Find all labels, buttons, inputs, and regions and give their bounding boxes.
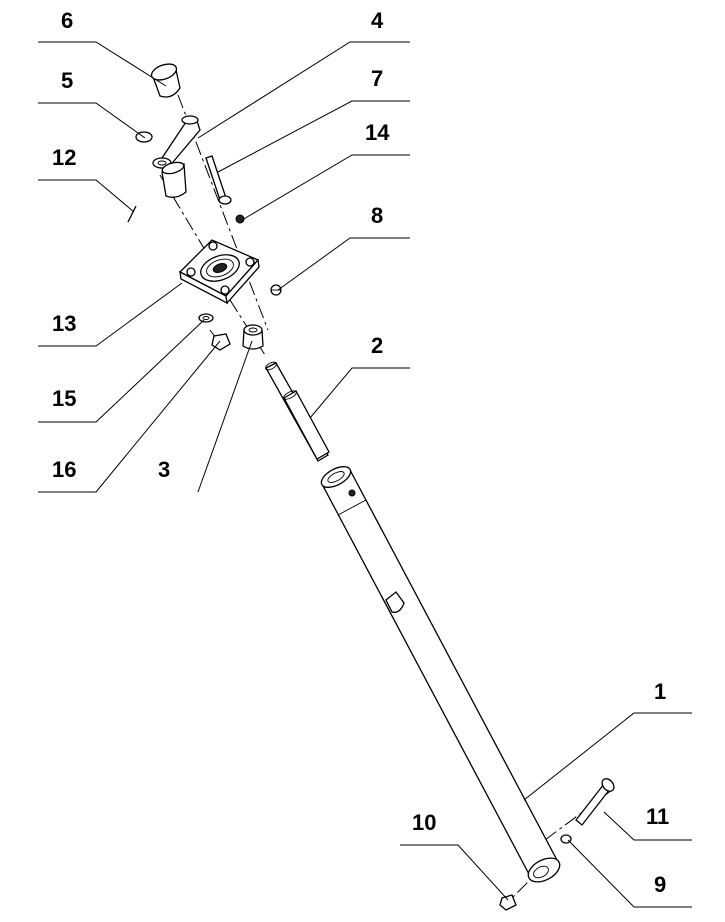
part-10-nut bbox=[499, 894, 517, 911]
part-8-screw bbox=[270, 284, 282, 296]
callout-labels: 6 4 5 7 14 12 8 13 2 15 16 3 1 11 10 9 bbox=[52, 8, 669, 897]
callout-2: 2 bbox=[371, 333, 383, 358]
part-13-bearing-plate bbox=[178, 239, 260, 305]
callout-8: 8 bbox=[371, 203, 383, 228]
leader-lines bbox=[38, 41, 692, 908]
part-15-washer bbox=[198, 313, 214, 323]
part-6-knob bbox=[150, 63, 181, 98]
callout-15: 15 bbox=[52, 386, 76, 411]
callout-5: 5 bbox=[61, 68, 73, 93]
part-1-lever-tube bbox=[320, 466, 561, 883]
part-11-bolt bbox=[575, 778, 615, 826]
callout-4: 4 bbox=[371, 8, 384, 33]
callout-3: 3 bbox=[158, 457, 170, 482]
callout-10: 10 bbox=[412, 810, 436, 835]
callout-1: 1 bbox=[654, 679, 666, 704]
part-4-lever-arm bbox=[152, 115, 201, 169]
part-2-shaft bbox=[265, 361, 330, 462]
callout-13: 13 bbox=[52, 311, 76, 336]
callout-6: 6 bbox=[61, 8, 73, 33]
callout-9: 9 bbox=[654, 872, 666, 897]
callout-14: 14 bbox=[365, 120, 390, 145]
part-12-hub bbox=[127, 161, 187, 223]
part-7-bolt bbox=[205, 155, 232, 205]
callout-7: 7 bbox=[371, 66, 383, 91]
callout-12: 12 bbox=[52, 145, 76, 170]
callout-11: 11 bbox=[646, 804, 669, 829]
callout-16: 16 bbox=[52, 457, 76, 482]
part-3-bushing bbox=[242, 324, 264, 350]
